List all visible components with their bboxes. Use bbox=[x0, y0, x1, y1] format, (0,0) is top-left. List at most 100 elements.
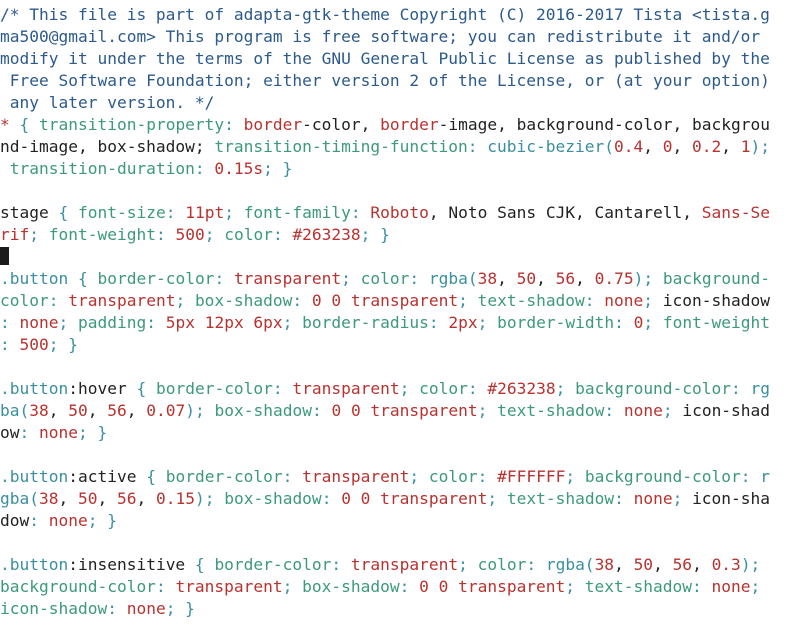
code-token-plain: , bbox=[97, 489, 117, 508]
code-token-value: 500 bbox=[19, 335, 49, 354]
code-token-plain: nd-image, box-shadow; bbox=[0, 137, 215, 156]
code-line bbox=[0, 532, 797, 554]
code-token-plain: :active bbox=[68, 467, 137, 486]
code-token-punct: ; } bbox=[165, 599, 195, 618]
code-token-punct: ; bbox=[204, 225, 225, 244]
code-line: ma500@gmail.com> This program is free so… bbox=[0, 26, 797, 48]
code-line: rif; font-weight: 500; color: #263238; } bbox=[0, 224, 797, 246]
code-token-value: 38 bbox=[594, 555, 615, 574]
code-token-property: text-shadow bbox=[497, 401, 605, 420]
code-token-plain: , bbox=[672, 137, 692, 156]
code-token-property: icon-shadow bbox=[0, 599, 108, 618]
code-token-property: color bbox=[0, 291, 49, 310]
code-token-plain: , bbox=[497, 269, 517, 288]
code-line: .button:insensitive { border-color: tran… bbox=[0, 554, 797, 576]
code-line: modify it under the terms of the GNU Gen… bbox=[0, 48, 797, 70]
code-line: * { transition-property: border-color, b… bbox=[0, 114, 797, 136]
code-token-punct: : bbox=[321, 489, 342, 508]
code-token-punct: ; bbox=[458, 291, 478, 310]
code-line: : none; padding: 5px 12px 6px; border-ra… bbox=[0, 312, 797, 334]
code-token-punct: : bbox=[29, 511, 49, 530]
code-token-value: none bbox=[39, 423, 78, 442]
code-token-value: transparent bbox=[302, 467, 410, 486]
code-token-plain: :hover bbox=[68, 379, 127, 398]
code-token-punct: : bbox=[272, 225, 293, 244]
code-line: background-color: transparent; box-shado… bbox=[0, 576, 797, 598]
code-token-punct: : bbox=[731, 379, 751, 398]
code-token-value: 56 bbox=[107, 401, 127, 420]
code-line: nd-image, box-shadow; transition-timing-… bbox=[0, 136, 797, 158]
code-token-punct: ); bbox=[740, 555, 761, 574]
code-token-value: 56 bbox=[672, 555, 693, 574]
code-token-punct: : bbox=[604, 401, 624, 420]
code-token-punct: ; } bbox=[48, 335, 78, 354]
code-token-property: border-width bbox=[497, 313, 615, 332]
code-token-property: text-shadow bbox=[506, 489, 615, 508]
code-line: : 500; } bbox=[0, 334, 797, 356]
code-token-value: 0.75 bbox=[594, 269, 634, 288]
code-token-punct: ; bbox=[477, 313, 498, 332]
code-token-property: text-shadow bbox=[584, 577, 692, 596]
code-token-punct: : bbox=[409, 269, 429, 288]
code-token-plain: ow bbox=[0, 423, 20, 442]
code-token-punct: : bbox=[526, 555, 546, 574]
code-token-punct: { bbox=[136, 467, 166, 486]
code-token-value: * bbox=[0, 115, 10, 134]
code-token-value: 0.15s bbox=[214, 159, 264, 178]
code-line bbox=[0, 180, 797, 202]
code-line bbox=[0, 246, 797, 268]
code-token-value: none bbox=[48, 511, 88, 530]
code-line bbox=[0, 444, 797, 466]
code-token-comment: Free Software Foundation; either version… bbox=[0, 71, 770, 90]
code-token-property: padding bbox=[77, 313, 147, 332]
code-token-punct: ; bbox=[399, 379, 420, 398]
code-token-value: none bbox=[126, 599, 166, 618]
code-token-punct: rgba( bbox=[428, 269, 478, 288]
code-token-property: box-shadow bbox=[302, 577, 400, 596]
code-line: dow: none; } bbox=[0, 510, 797, 532]
code-token-value: 50 bbox=[68, 401, 88, 420]
code-line: stage { font-size: 11pt; font-family: Ro… bbox=[0, 202, 797, 224]
code-token-property: transition-property bbox=[39, 115, 225, 134]
code-token-value: 2px bbox=[448, 313, 478, 332]
code-token-property: text-shadow bbox=[477, 291, 585, 310]
code-token-punct: : bbox=[0, 335, 20, 354]
code-token-punct: : bbox=[614, 313, 634, 332]
code-token-plain: , bbox=[87, 401, 108, 420]
code-token-value: transparent bbox=[175, 577, 283, 596]
code-token-value: 50 bbox=[516, 269, 537, 288]
code-editor[interactable]: /* This file is part of adapta-gtk-theme… bbox=[0, 4, 797, 625]
code-token-plain: icon-shadow bbox=[662, 291, 770, 310]
code-token-punct: { bbox=[185, 555, 215, 574]
code-token-punct: { bbox=[68, 269, 98, 288]
code-token-punct: .button bbox=[0, 269, 69, 288]
code-token-punct: { bbox=[126, 379, 156, 398]
code-token-plain: icon-sha bbox=[692, 489, 771, 508]
code-token-value: 500 bbox=[175, 225, 205, 244]
code-token-punct: : bbox=[692, 577, 712, 596]
code-token-plain: , bbox=[536, 269, 556, 288]
code-line: .button:active { border-color: transpare… bbox=[0, 466, 797, 488]
code-token-punct: : bbox=[467, 379, 488, 398]
code-token-punct: ; bbox=[477, 401, 498, 420]
code-token-property: background- bbox=[662, 269, 771, 288]
code-token-punct: : bbox=[165, 203, 186, 222]
code-token-value: 50 bbox=[77, 489, 98, 508]
code-token-value: 56 bbox=[116, 489, 137, 508]
code-token-value: 0.15 bbox=[155, 489, 195, 508]
code-token-punct: ; bbox=[487, 489, 507, 508]
code-token-property: border-color bbox=[165, 467, 283, 486]
code-line: .button { border-color: transparent; col… bbox=[0, 268, 797, 290]
code-token-plain: , Noto Sans CJK, Cantarell, bbox=[428, 203, 702, 222]
code-token-punct: : bbox=[146, 313, 166, 332]
code-token-property: background-color bbox=[584, 467, 741, 486]
code-token-comment: /* This file is part of adapta-gtk-theme… bbox=[0, 5, 770, 24]
code-token-plain: :insensitive bbox=[68, 555, 186, 574]
code-token-property: border-color bbox=[97, 269, 215, 288]
code-token-property: box-shadow bbox=[214, 401, 312, 420]
code-token-plain: , bbox=[48, 401, 69, 420]
code-token-plain: , bbox=[58, 489, 78, 508]
code-line: transition-duration: 0.15s; } bbox=[0, 158, 797, 180]
code-token-plain: dow bbox=[0, 511, 30, 530]
code-token-property: color bbox=[419, 379, 468, 398]
